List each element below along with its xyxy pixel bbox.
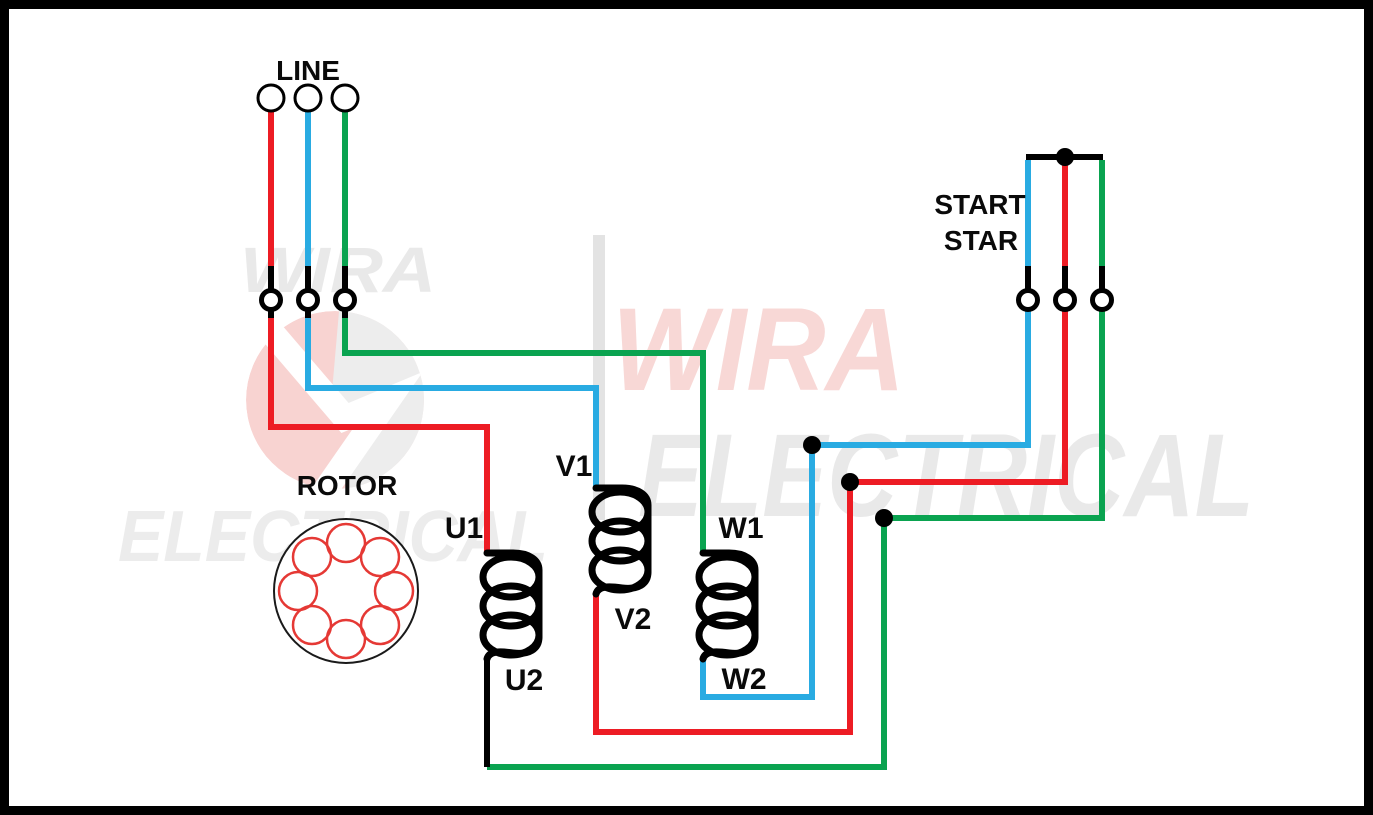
phase-blue-wires [305, 111, 1031, 700]
junction-dot [875, 509, 893, 527]
watermark-layer: WIRA WIRA ELECTRICAL ELECTRICAL [118, 234, 1254, 577]
winding-v2-label: V2 [615, 603, 652, 636]
junction-dot [841, 473, 859, 491]
red-run-to-u1 [268, 318, 490, 553]
junction-dot [803, 436, 821, 454]
line-terminal [330, 83, 360, 113]
line-terminal [293, 83, 323, 113]
winding-v1-label: V1 [556, 450, 593, 483]
star-switch-contact [1090, 288, 1114, 312]
switch-contacts [259, 288, 1114, 312]
red-v2-return [593, 310, 1068, 735]
winding-w1-label: W1 [719, 512, 764, 545]
rotor-bar [373, 570, 415, 612]
winding-w2-label: W2 [722, 663, 767, 696]
rotor-bars [277, 522, 415, 660]
line-label: LINE [276, 55, 340, 86]
rotor-bar [291, 604, 333, 646]
blue-run-to-v1 [305, 318, 599, 488]
phase-red-wires [268, 111, 1068, 735]
rotor-symbol [273, 518, 419, 664]
rotor-bar [359, 536, 401, 578]
blue-w2-return [700, 310, 1031, 700]
rotor-label: ROTOR [297, 470, 398, 501]
line-switch-contact [333, 288, 357, 312]
winding-u2-label: U2 [505, 664, 543, 697]
star-switch-contact [1016, 288, 1040, 312]
rotor-bar [291, 536, 333, 578]
green-run-to-w1 [342, 318, 706, 553]
start-label: START [934, 189, 1025, 220]
rotor-bar [325, 618, 367, 660]
rotor-bar [277, 570, 319, 612]
rotor-bar [325, 522, 367, 564]
star-label: STAR [944, 225, 1018, 256]
rotor-bar [359, 604, 401, 646]
rotor-outline [273, 518, 419, 664]
coil-w [699, 553, 755, 659]
winding-u1-label: U1 [445, 512, 483, 545]
line-terminals [256, 83, 360, 113]
line-switch-contact [296, 288, 320, 312]
star-point-dot [1056, 148, 1074, 166]
junction-dots [803, 148, 1074, 527]
line-terminal [256, 83, 286, 113]
star-switch-contact [1053, 288, 1077, 312]
line-switch-contact [259, 288, 283, 312]
